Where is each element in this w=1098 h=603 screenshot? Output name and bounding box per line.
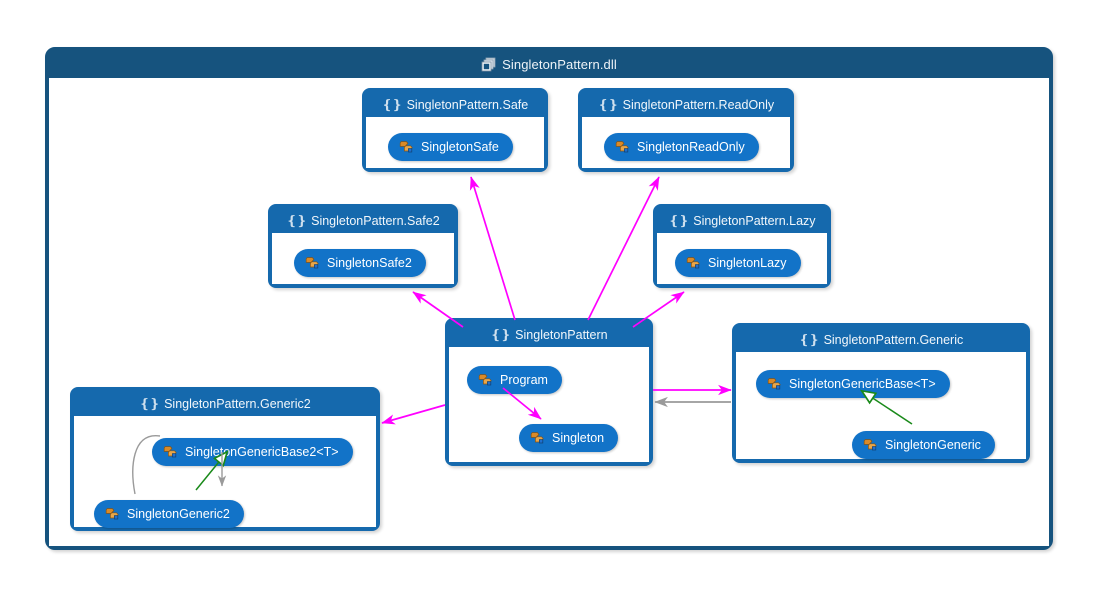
namespace-label: SingletonPattern.Safe2	[311, 213, 440, 228]
namespace-label: SingletonPattern.Lazy	[693, 213, 816, 228]
namespace-braces-icon: ❴❵	[139, 396, 160, 411]
class-node-singletonsafe[interactable]: SingletonSafe	[388, 133, 513, 161]
namespace-braces-icon: ❴❵	[597, 97, 619, 112]
namespace-header: ❴❵ SingletonPattern	[449, 322, 649, 347]
namespace-braces-icon: ❴❵	[668, 213, 689, 228]
class-node-singletonsafe2[interactable]: SingletonSafe2	[294, 249, 426, 277]
namespace-body: SingletonSafe	[366, 117, 544, 168]
class-node-singletongeneric2[interactable]: SingletonGeneric2	[94, 500, 244, 528]
class-node-program[interactable]: Program	[467, 366, 562, 394]
assembly-title: SingletonPattern.dll	[502, 57, 617, 72]
namespace-box-singletonpattern-safe[interactable]: ❴❵ SingletonPattern.Safe SingletonSafe	[362, 88, 548, 172]
namespace-box-singletonpattern-generic2[interactable]: ❴❵ SingletonPattern.Generic2 SingletonGe…	[70, 387, 380, 531]
namespace-label: SingletonPattern.Generic	[823, 332, 964, 347]
namespace-box-singletonpattern-readonly[interactable]: ❴❵ SingletonPattern.ReadOnly SingletonRe…	[578, 88, 794, 172]
class-label: SingletonSafe2	[327, 256, 412, 270]
namespace-label: SingletonPattern.ReadOnly	[622, 97, 775, 112]
namespace-body: SingletonReadOnly	[582, 117, 790, 168]
class-node-singleton[interactable]: Singleton	[519, 424, 619, 452]
class-icon	[304, 255, 321, 272]
class-icon	[104, 506, 121, 523]
class-label: SingletonSafe	[421, 140, 499, 154]
class-icon	[685, 255, 702, 272]
class-icon	[162, 444, 179, 461]
namespace-label: SingletonPattern	[515, 327, 608, 342]
class-label: SingletonGeneric	[885, 438, 981, 452]
class-node-singletongenericbase2[interactable]: SingletonGenericBase2<T>	[152, 438, 353, 466]
namespace-header: ❴❵ SingletonPattern.Safe2	[272, 208, 454, 233]
namespace-header: ❴❵ SingletonPattern.ReadOnly	[582, 92, 790, 117]
namespace-braces-icon: ❴❵	[798, 332, 820, 347]
namespace-header: ❴❵ SingletonPattern.Generic	[736, 327, 1026, 352]
class-icon	[766, 376, 783, 393]
class-icon	[529, 430, 546, 447]
class-icon	[614, 139, 631, 156]
namespace-body: SingletonGenericBase<T> SingletonGeneric	[736, 352, 1026, 459]
namespace-box-singletonpattern-lazy[interactable]: ❴❵ SingletonPattern.Lazy SingletonLazy	[653, 204, 831, 288]
namespace-braces-icon: ❴❵	[286, 213, 307, 228]
class-icon	[477, 372, 494, 389]
namespace-body: SingletonLazy	[657, 233, 827, 284]
namespace-label: SingletonPattern.Generic2	[164, 396, 311, 411]
namespace-label: SingletonPattern.Safe	[406, 97, 529, 112]
namespace-body: SingletonGenericBase2<T> SingletonGeneri…	[74, 416, 376, 528]
namespace-box-singletonpattern-generic[interactable]: ❴❵ SingletonPattern.Generic SingletonGen…	[732, 323, 1030, 463]
assembly-header: SingletonPattern.dll	[49, 51, 1049, 78]
namespace-body: Program Singleton	[449, 347, 649, 462]
class-label: SingletonLazy	[708, 256, 787, 270]
class-label: Program	[500, 373, 548, 387]
namespace-box-singletonpattern[interactable]: ❴❵ SingletonPattern Program	[445, 318, 653, 466]
class-label: SingletonGenericBase<T>	[789, 377, 936, 391]
namespace-body: SingletonSafe2	[272, 233, 454, 284]
class-icon	[398, 139, 415, 156]
namespace-header: ❴❵ SingletonPattern.Generic2	[74, 391, 376, 416]
class-node-singletongenericbase[interactable]: SingletonGenericBase<T>	[756, 370, 950, 398]
class-label: SingletonGenericBase2<T>	[185, 445, 339, 459]
class-label: SingletonReadOnly	[637, 140, 745, 154]
class-icon	[862, 437, 879, 454]
namespace-braces-icon: ❴❵	[381, 97, 403, 112]
class-node-singletonlazy[interactable]: SingletonLazy	[675, 249, 801, 277]
namespace-box-singletonpattern-safe2[interactable]: ❴❵ SingletonPattern.Safe2 SingletonSafe2	[268, 204, 458, 288]
class-label: Singleton	[552, 431, 605, 445]
class-node-singletongeneric[interactable]: SingletonGeneric	[852, 431, 995, 459]
class-node-singletonreadonly[interactable]: SingletonReadOnly	[604, 133, 759, 161]
assembly-icon	[481, 57, 496, 72]
namespace-header: ❴❵ SingletonPattern.Safe	[366, 92, 544, 117]
namespace-header: ❴❵ SingletonPattern.Lazy	[657, 208, 827, 233]
namespace-braces-icon: ❴❵	[490, 327, 511, 342]
class-label: SingletonGeneric2	[127, 507, 230, 521]
